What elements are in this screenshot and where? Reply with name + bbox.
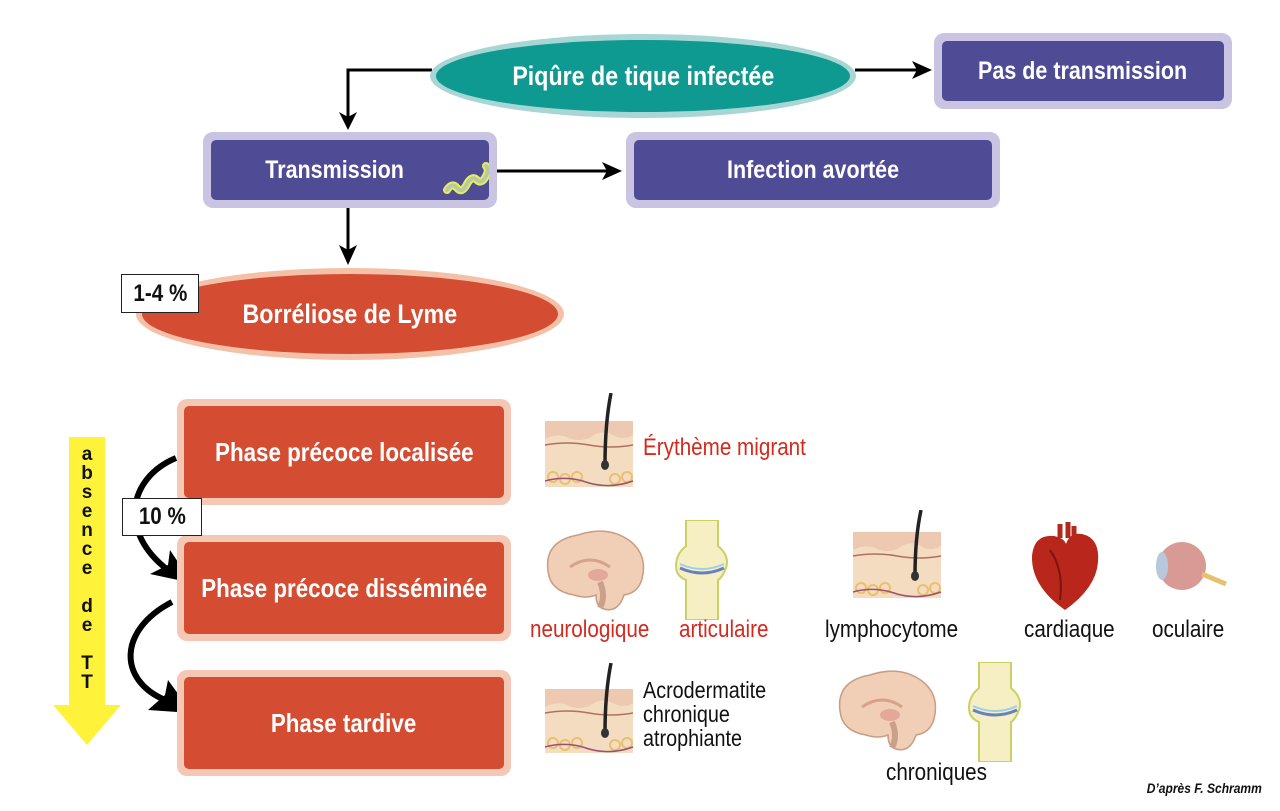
phase1-label: Phase précoce localisée bbox=[214, 436, 474, 467]
manifestation-chroniques: chroniques bbox=[886, 759, 987, 786]
brain-icon bbox=[838, 670, 937, 751]
arrow-phase2-to-phase3 bbox=[127, 599, 174, 703]
percentage-lyme: 1-4 % bbox=[121, 274, 199, 313]
manifestation-oculaire: oculaire bbox=[1152, 616, 1225, 643]
percentage-dissemination: 10 % bbox=[122, 498, 202, 536]
brain-icon bbox=[546, 530, 645, 611]
skin-icon bbox=[545, 663, 634, 753]
node-pas-transmission-label: Pas de transmission bbox=[978, 56, 1188, 85]
skin-icon bbox=[545, 393, 634, 487]
node-phase-tardive: Phase tardive bbox=[177, 670, 511, 776]
manifestation-erytheme-migrant: Érythème migrant bbox=[643, 434, 806, 461]
manifestation-articulaire: articulaire bbox=[679, 616, 769, 643]
node-infection-avortee-label: Infection avortée bbox=[726, 155, 900, 184]
node-borreliose: Borréliose de Lyme bbox=[136, 268, 564, 360]
source-credit: D’après F. Schramm bbox=[1146, 780, 1262, 796]
absence-traitement-label: a b s e n c e d e T T bbox=[81, 444, 93, 693]
node-infection-avortee: Infection avortée bbox=[626, 132, 1000, 208]
eye-icon bbox=[1156, 542, 1227, 590]
phase3-label: Phase tardive bbox=[271, 707, 417, 738]
skin-icon bbox=[853, 510, 942, 598]
heart-icon bbox=[1031, 522, 1099, 610]
node-borreliose-label: Borréliose de Lyme bbox=[242, 298, 458, 329]
manifestation-lymphocytome: lymphocytome bbox=[825, 616, 959, 643]
node-transmission: Transmission bbox=[203, 132, 497, 208]
node-phase-precoce-localisee: Phase précoce localisée bbox=[177, 399, 511, 505]
phase2-label: Phase précoce disséminée bbox=[201, 572, 487, 603]
node-phase-precoce-disseminee: Phase précoce disséminée bbox=[177, 535, 511, 641]
joint-icon bbox=[967, 662, 1021, 762]
node-pas-transmission: Pas de transmission bbox=[934, 33, 1232, 109]
joint-icon bbox=[674, 520, 728, 620]
absence-traitement-arrow bbox=[53, 437, 121, 745]
node-transmission-label: Transmission bbox=[265, 155, 405, 184]
manifestation-cardiaque: cardiaque bbox=[1024, 616, 1115, 643]
manifestation-neurologique: neurologique bbox=[530, 616, 650, 643]
manifestation-acrodermatite: Acrodermatite chronique atrophiante bbox=[643, 677, 767, 751]
bacteria-icon bbox=[443, 162, 489, 195]
node-piqure: Piqûre de tique infectée bbox=[430, 34, 856, 118]
arrow-piqure-to-transmission bbox=[346, 68, 432, 120]
node-piqure-label: Piqûre de tique infectée bbox=[512, 60, 774, 91]
